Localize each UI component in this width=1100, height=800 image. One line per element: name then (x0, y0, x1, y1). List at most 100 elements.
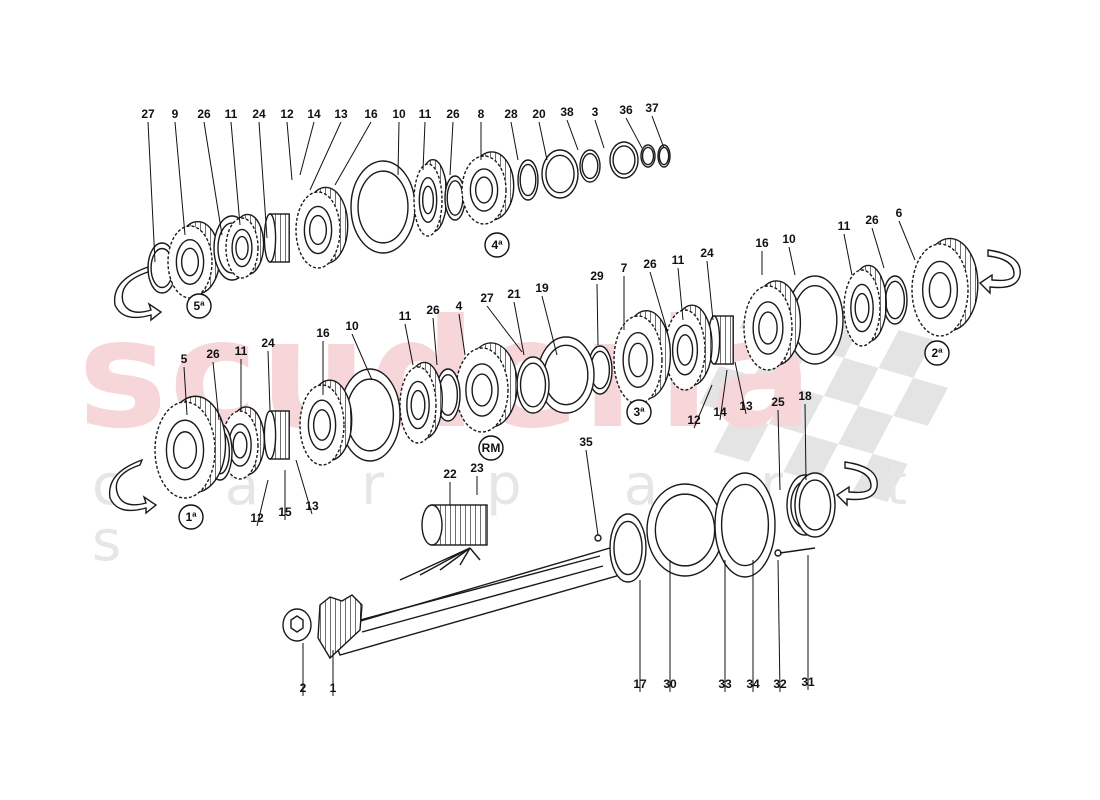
part-callout-31[interactable]: 31 (801, 675, 815, 689)
part-callout-6[interactable]: 6 (896, 206, 903, 220)
leader-line (397, 121, 400, 176)
part-callout-36[interactable]: 36 (619, 103, 633, 117)
part-callout-26[interactable]: 26 (197, 107, 211, 121)
part-callout-35[interactable]: 35 (579, 435, 593, 449)
part-callout-16[interactable]: 16 (755, 236, 769, 250)
part-callout-10[interactable]: 10 (782, 232, 796, 246)
part-callout-16[interactable]: 16 (364, 107, 378, 121)
sleeve-10 (350, 160, 416, 254)
part-callout-17[interactable]: 17 (633, 677, 647, 691)
part-callout-33[interactable]: 33 (718, 677, 732, 691)
part-callout-28[interactable]: 28 (504, 107, 518, 121)
part-callout-11[interactable]: 11 (235, 344, 248, 358)
part-callout-9[interactable]: 9 (172, 107, 179, 121)
sleeve-10c (339, 368, 401, 462)
leader-line (585, 449, 599, 536)
part-callout-25[interactable]: 25 (771, 395, 785, 409)
svg-text:5ª: 5ª (193, 299, 205, 313)
leader-line (449, 121, 454, 176)
part-callout-24[interactable]: 24 (252, 107, 266, 121)
part-callout-2[interactable]: 2 (300, 681, 307, 695)
part-callout-30[interactable]: 30 (663, 677, 677, 691)
part-callout-16[interactable]: 16 (316, 326, 330, 340)
part-callout-24[interactable]: 24 (261, 336, 275, 350)
part-callout-3[interactable]: 3 (592, 105, 599, 119)
part-callout-10[interactable]: 10 (345, 319, 359, 333)
part-callout-26[interactable]: 26 (643, 257, 657, 271)
gear-2nd-6 (911, 237, 979, 337)
part-callout-7[interactable]: 7 (621, 261, 628, 275)
gear-5th-9 (167, 220, 221, 299)
part-callout-15[interactable]: 15 (278, 505, 292, 519)
part-callout-26[interactable]: 26 (865, 213, 879, 227)
leader-line (351, 333, 373, 381)
part-callout-12[interactable]: 12 (687, 413, 701, 427)
part-callout-21[interactable]: 21 (507, 287, 521, 301)
part-callout-26[interactable]: 26 (426, 303, 440, 317)
gear-badge-fifth: 5ª (186, 293, 212, 319)
part-callout-13[interactable]: 13 (334, 107, 348, 121)
synchro-ring-11 (225, 213, 265, 279)
leader-line (538, 121, 548, 161)
sleeve-22-bearing-23 (421, 504, 488, 546)
gear-badge-second: 2ª (924, 340, 950, 366)
leader-line (719, 369, 728, 421)
leader-line (649, 271, 668, 331)
leader-line (256, 479, 269, 527)
part-callout-38[interactable]: 38 (560, 105, 574, 119)
part-callout-19[interactable]: 19 (535, 281, 549, 295)
rotation-arrow-2nd (978, 249, 1021, 295)
part-callout-22[interactable]: 22 (443, 467, 457, 481)
main-shaft-1 (317, 547, 621, 660)
part-callout-14[interactable]: 14 (307, 107, 321, 121)
washer-28 (517, 159, 539, 201)
bolt-31 (779, 547, 816, 554)
part-callout-32[interactable]: 32 (773, 677, 787, 691)
part-callout-20[interactable]: 20 (532, 107, 546, 121)
svg-text:RM: RM (482, 441, 501, 455)
leader-line (788, 246, 796, 276)
part-callout-11[interactable]: 11 (672, 253, 685, 267)
part-callout-13[interactable]: 13 (739, 399, 753, 413)
part-callout-12[interactable]: 12 (280, 107, 294, 121)
part-callout-24[interactable]: 24 (700, 246, 714, 260)
part-callout-18[interactable]: 18 (798, 389, 812, 403)
part-callout-13[interactable]: 13 (305, 499, 319, 513)
part-callout-11[interactable]: 11 (399, 309, 412, 323)
part-callout-1[interactable]: 1 (330, 681, 337, 695)
leader-line (212, 361, 220, 421)
svg-text:4ª: 4ª (491, 238, 503, 252)
part-callout-5[interactable]: 5 (181, 352, 188, 366)
part-callout-34[interactable]: 34 (746, 677, 760, 691)
part-callout-26[interactable]: 26 (206, 347, 220, 361)
part-callout-14[interactable]: 14 (713, 405, 727, 419)
leader-line (734, 361, 747, 415)
ring-21 (516, 356, 550, 414)
leader-line (203, 121, 223, 236)
part-callout-29[interactable]: 29 (590, 269, 604, 283)
svg-text:3ª: 3ª (633, 405, 645, 419)
part-callout-26[interactable]: 26 (446, 107, 460, 121)
leader-line (596, 283, 599, 346)
part-callout-12[interactable]: 12 (250, 511, 264, 525)
part-callout-27[interactable]: 27 (141, 107, 155, 121)
part-callout-11[interactable]: 11 (225, 107, 238, 121)
gear-badge-third: 3ª (626, 399, 652, 425)
part-callout-37[interactable]: 37 (645, 101, 659, 115)
svg-text:2ª: 2ª (931, 346, 943, 360)
synchro-ring-11f (221, 406, 266, 480)
part-callout-8[interactable]: 8 (478, 107, 485, 121)
part-callout-11[interactable]: 11 (419, 107, 432, 121)
part-callout-10[interactable]: 10 (392, 107, 406, 121)
part-callout-27[interactable]: 27 (480, 291, 494, 305)
washer-32 (774, 549, 782, 557)
leader-line (147, 121, 156, 263)
leader-line (309, 121, 342, 191)
leader-line (513, 301, 525, 356)
leader-line (230, 121, 241, 226)
part-callout-23[interactable]: 23 (470, 461, 484, 475)
part-callout-11[interactable]: 11 (838, 219, 851, 233)
gear-reverse-4 (455, 342, 518, 433)
part-callout-4[interactable]: 4 (456, 299, 463, 313)
leader-line (594, 119, 605, 149)
